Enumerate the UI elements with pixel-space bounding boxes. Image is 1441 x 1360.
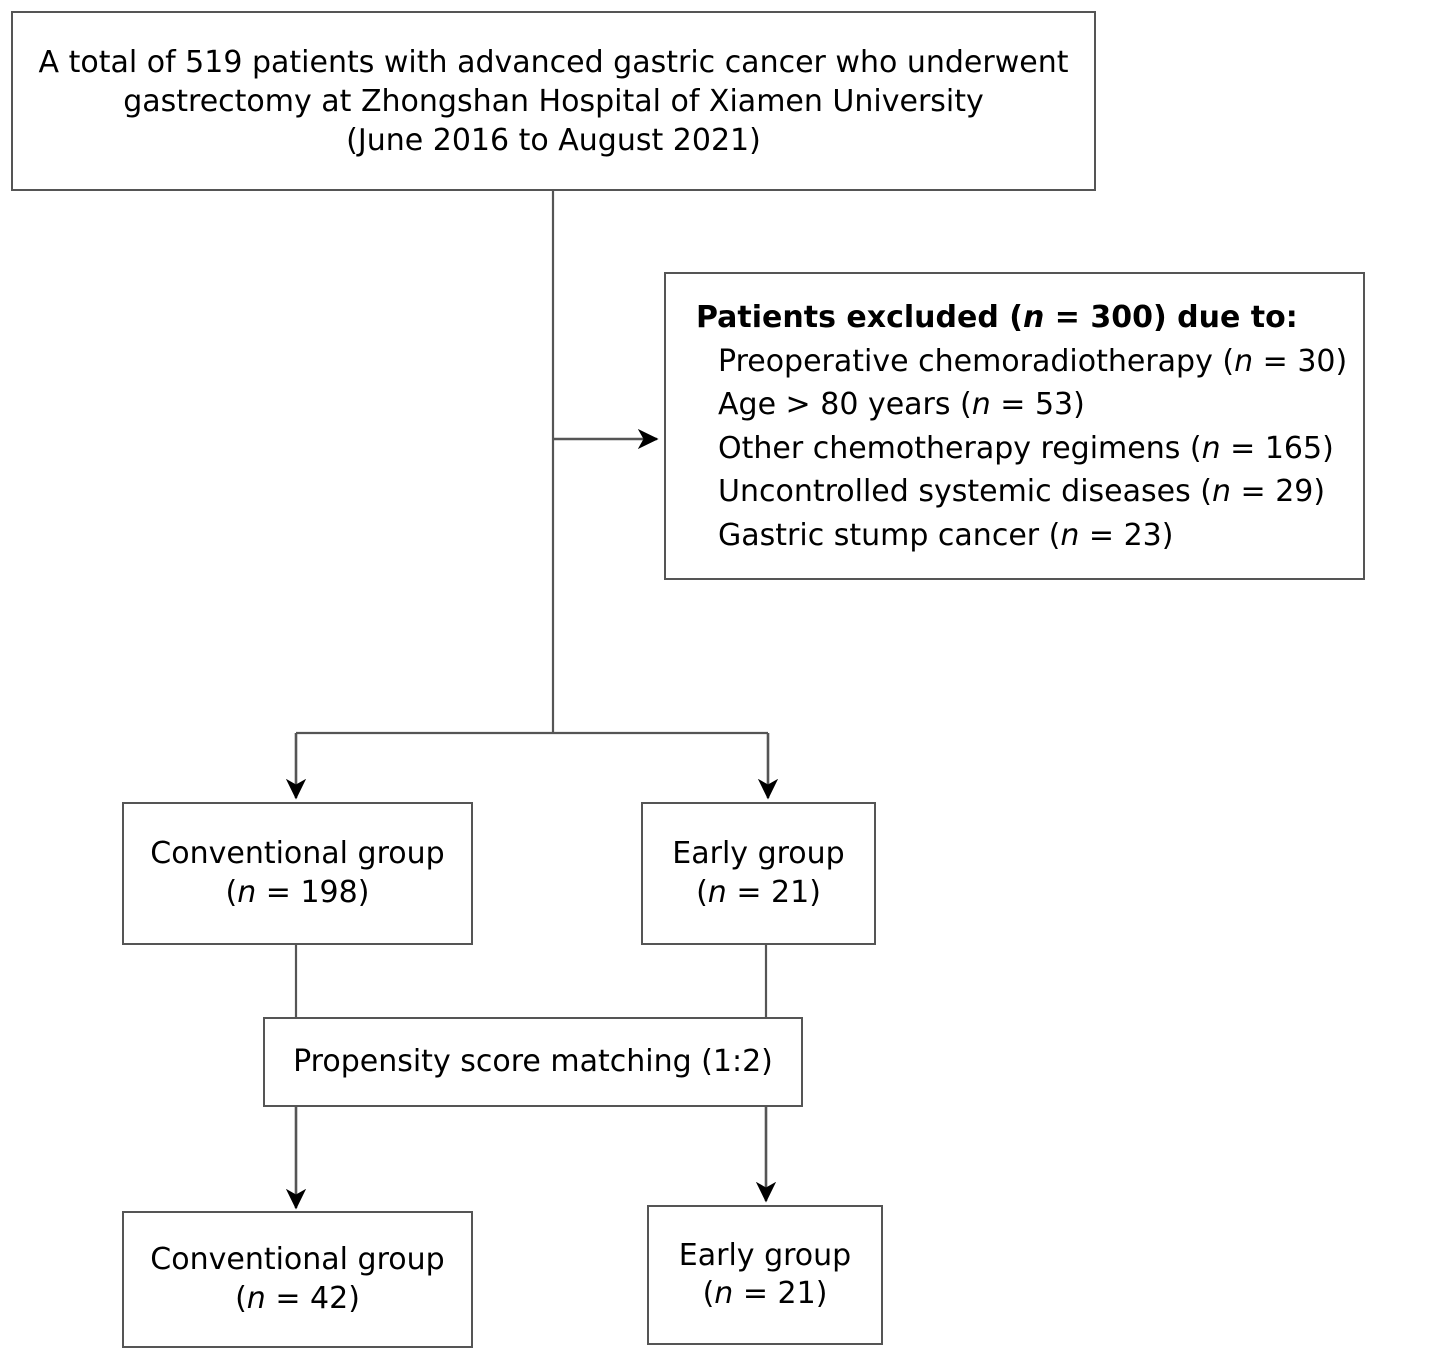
- postmatch-early-group-box: Early group (n = 21): [647, 1205, 883, 1345]
- excluded-reason-2-label: Age > 80 years (: [718, 387, 972, 422]
- source-line-3: (June 2016 to August 2021): [346, 122, 761, 158]
- prematch-early-group-box: Early group (n = 21): [641, 802, 876, 945]
- excluded-reason-2: Age > 80 years (n = 53): [696, 383, 1085, 427]
- propensity-score-matching-label: Propensity score matching (1:2): [293, 1044, 773, 1079]
- postmatch-conventional-count-suffix: = 42): [265, 1280, 360, 1316]
- postmatch-conventional-count-prefix: (: [235, 1280, 247, 1316]
- prematch-conventional-n-symbol: n: [237, 874, 257, 910]
- prematch-conventional-count-suffix: = 198): [256, 874, 370, 910]
- excluded-reason-3-label: Other chemotherapy regimens (: [718, 430, 1202, 466]
- excluded-heading-n-symbol: n: [1022, 300, 1045, 335]
- prematch-early-count: (n = 21): [696, 874, 821, 912]
- excluded-heading-prefix: Patients excluded (: [696, 300, 1023, 335]
- excluded-reason-5-count: = 23): [1079, 517, 1174, 553]
- excluded-heading-suffix: = 300) due to:: [1044, 300, 1298, 335]
- postmatch-conventional-n-symbol: n: [246, 1280, 266, 1316]
- excluded-reason-4: Uncontrolled systemic diseases (n = 29): [696, 470, 1325, 514]
- prematch-early-title: Early group: [672, 836, 845, 872]
- excluded-reason-1: Preoperative chemoradiotherapy (n = 30): [696, 340, 1347, 384]
- excluded-reason-5: Gastric stump cancer (n = 23): [696, 514, 1173, 558]
- excluded-reason-4-count: = 29): [1230, 474, 1326, 509]
- excluded-patients-box: Patients excluded (n = 300) due to: Preo…: [664, 272, 1365, 580]
- postmatch-early-count-suffix: = 21): [733, 1276, 828, 1311]
- excluded-reason-3-n-symbol: n: [1201, 430, 1221, 466]
- excluded-reason-4-label: Uncontrolled systemic diseases (: [718, 474, 1212, 509]
- excluded-reason-4-n-symbol: n: [1211, 474, 1231, 509]
- postmatch-early-title: Early group: [678, 1237, 852, 1273]
- excluded-reason-3: Other chemotherapy regimens (n = 165): [696, 427, 1334, 471]
- excluded-reason-1-count: = 30): [1253, 343, 1348, 379]
- prematch-conventional-count-prefix: (: [225, 874, 238, 910]
- prematch-conventional-title: Conventional group: [150, 836, 445, 872]
- postmatch-conventional-title: Conventional group: [150, 1242, 445, 1278]
- excluded-reason-1-n-symbol: n: [1234, 343, 1254, 379]
- excluded-reason-5-n-symbol: n: [1060, 517, 1080, 553]
- postmatch-early-count: (n = 21): [703, 1275, 828, 1313]
- prematch-early-n-symbol: n: [707, 874, 727, 910]
- prematch-conventional-group-box: Conventional group (n = 198): [122, 802, 473, 945]
- prematch-early-count-suffix: = 21): [726, 874, 821, 910]
- excluded-reason-2-count: = 53): [990, 387, 1085, 422]
- source-line-1: A total of 519 patients with advanced ga…: [38, 44, 1069, 80]
- source-line-2: gastrectomy at Zhongshan Hospital of Xia…: [123, 83, 984, 119]
- postmatch-early-count-prefix: (: [702, 1276, 715, 1311]
- excluded-reason-5-label: Gastric stump cancer (: [718, 517, 1061, 553]
- postmatch-early-n-symbol: n: [714, 1276, 734, 1311]
- postmatch-conventional-group-box: Conventional group (n = 42): [122, 1211, 473, 1348]
- excluded-reason-2-n-symbol: n: [971, 387, 991, 422]
- excluded-reason-3-count: = 165): [1220, 430, 1334, 466]
- prematch-early-count-prefix: (: [696, 874, 708, 910]
- source-population-box: A total of 519 patients with advanced ga…: [11, 11, 1096, 191]
- postmatch-conventional-count: (n = 42): [235, 1280, 360, 1318]
- excluded-heading: Patients excluded (n = 300) due to:: [696, 296, 1298, 340]
- excluded-reason-1-label: Preoperative chemoradiotherapy (: [718, 343, 1235, 379]
- prematch-conventional-count: (n = 198): [226, 874, 370, 912]
- propensity-score-matching-box: Propensity score matching (1:2): [263, 1017, 803, 1107]
